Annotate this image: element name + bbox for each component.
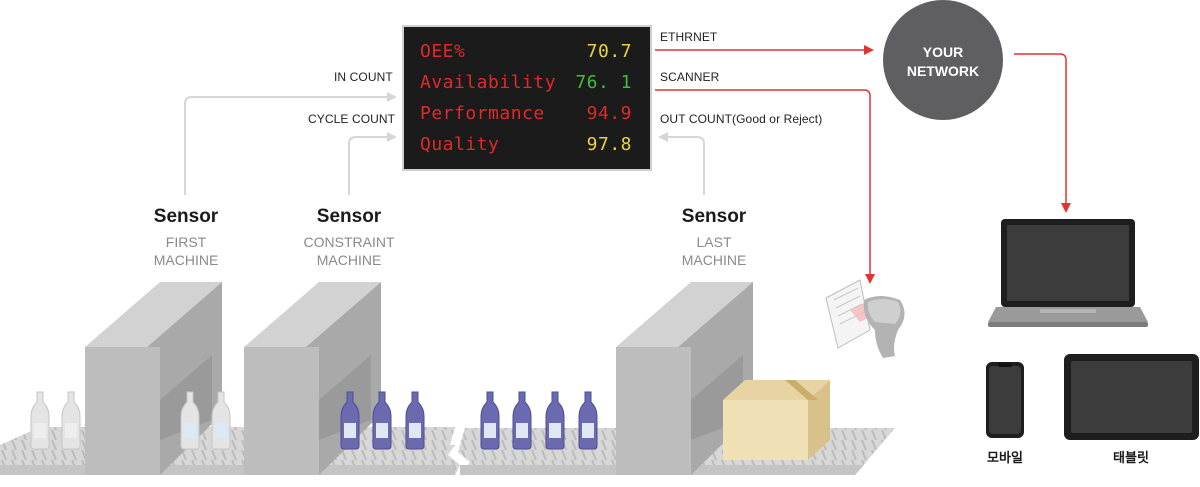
mobile-icon	[986, 362, 1024, 438]
sensor-first-line1: FIRST	[165, 234, 207, 250]
cycle-count-label: CYCLE COUNT	[308, 112, 396, 126]
tablet-icon	[1064, 354, 1199, 440]
metric-quality-value: 97.8	[586, 134, 632, 155]
metric-oee-label: OEE%	[420, 41, 466, 62]
in-count-arrow	[184, 92, 397, 195]
bottle	[480, 391, 500, 450]
network-circle	[883, 0, 1003, 120]
in-count-label: IN COUNT	[334, 70, 393, 84]
tablet-label: 태블릿	[1113, 450, 1149, 465]
constraint-machine	[244, 282, 381, 475]
sensor-last-line2: MACHINE	[681, 252, 747, 268]
scanner-arrow	[655, 89, 875, 284]
network-label: YOUR NETWORK	[884, 43, 1002, 81]
bottle	[372, 391, 392, 450]
metric-availability-label: Availability	[420, 72, 557, 93]
sensor-constraint-title: Sensor	[316, 206, 382, 227]
laptop-icon	[988, 219, 1148, 327]
bottles	[30, 391, 598, 450]
metric-performance-label: Performance	[420, 103, 545, 124]
ethernet-label: ETHRNET	[660, 30, 718, 44]
bottle	[211, 391, 231, 450]
sensor-constraint-line1: CONSTRAINT	[303, 234, 395, 250]
sensor-last-title: Sensor	[681, 206, 747, 227]
metric-oee-value: 70.7	[586, 41, 632, 62]
out-count-label: OUT COUNT(Good or Reject)	[660, 112, 823, 126]
bottle	[405, 391, 425, 450]
sensor-constraint-line2: MACHINE	[316, 252, 382, 268]
bottle	[578, 391, 598, 450]
sensor-last-line1: LAST	[696, 234, 732, 250]
metric-performance-value: 94.9	[586, 103, 632, 124]
mobile-label: 모바일	[987, 450, 1023, 465]
metric-quality-label: Quality	[420, 134, 500, 155]
bottle	[545, 391, 565, 450]
cycle-count-arrow	[348, 132, 397, 195]
metric-availability-value: 76. 1	[575, 72, 632, 93]
network-line1: YOUR	[922, 44, 964, 60]
oee-display-board: OEE% 70.7 Availability 76. 1 Performance…	[402, 25, 652, 171]
bottle	[340, 391, 360, 450]
network-line2: NETWORK	[906, 63, 980, 79]
out-count-arrow	[658, 132, 705, 195]
barcode-scanner-icon	[825, 279, 905, 358]
first-machine	[85, 282, 222, 475]
bottle	[180, 391, 200, 450]
bottle	[30, 391, 50, 450]
sensor-first-title: Sensor	[153, 206, 219, 227]
scanner-label: SCANNER	[660, 70, 720, 84]
bottle	[512, 391, 532, 450]
shipping-box	[723, 380, 830, 460]
network-to-laptop-arrow	[1014, 53, 1071, 213]
sensor-first-line2: MACHINE	[153, 252, 219, 268]
bottle	[61, 391, 81, 450]
